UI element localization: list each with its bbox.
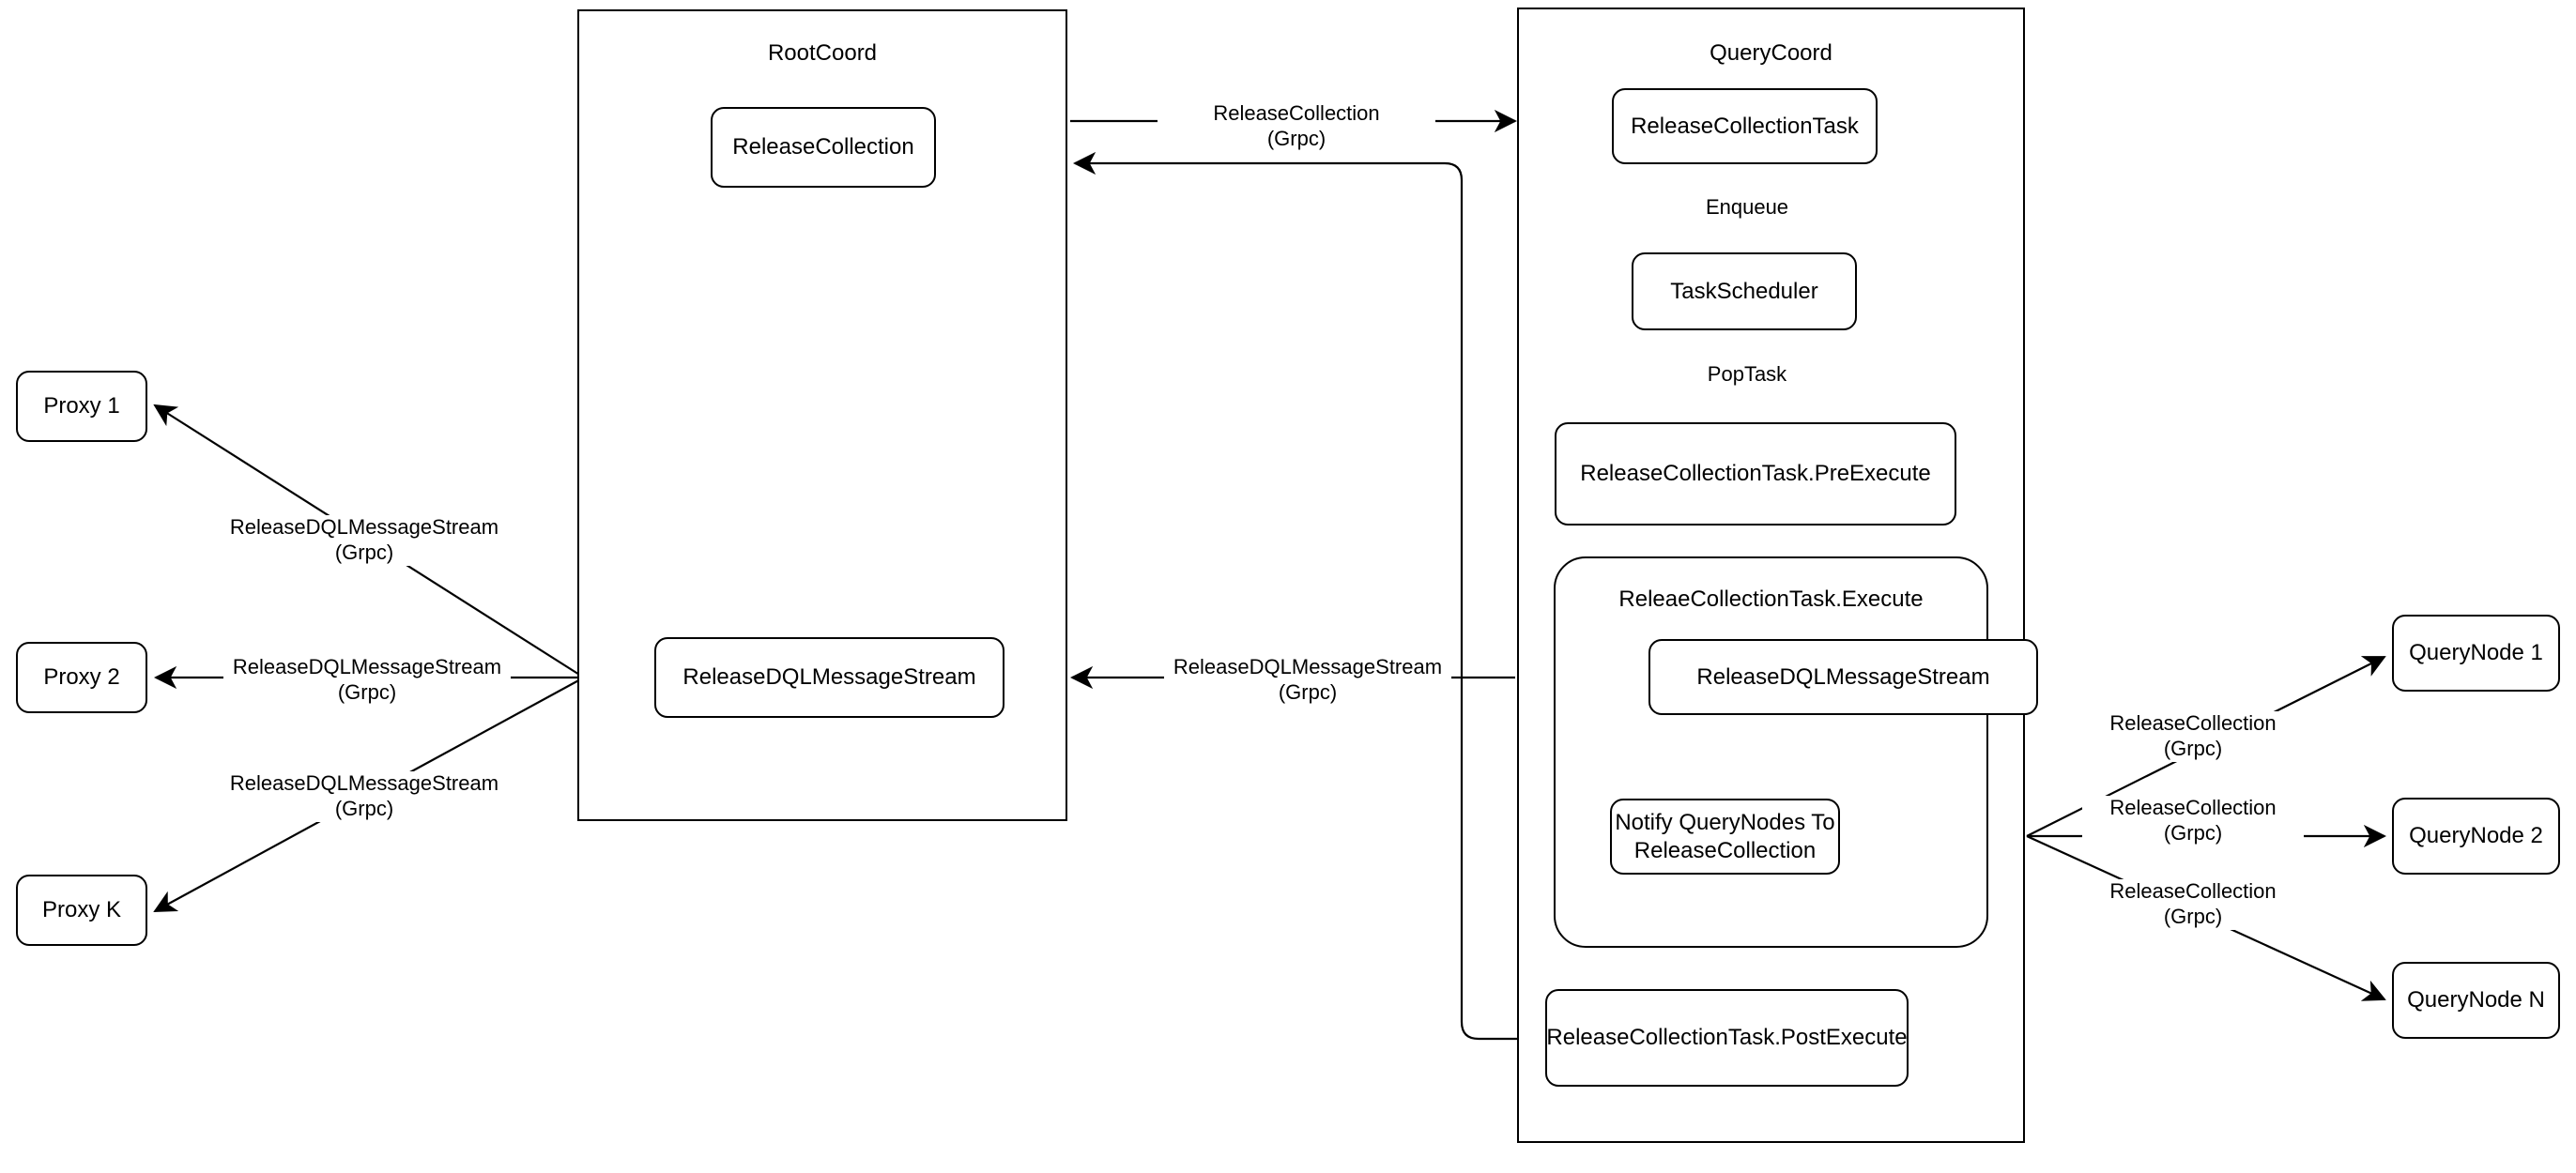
node-release-collection-task[interactable]: ReleaseCollectionTask	[1612, 88, 1878, 164]
edge-label-dql-p2-line2: (Grpc)	[337, 679, 397, 704]
edge-label-dql-pk-line1: ReleaseDQLMessageStream	[229, 771, 499, 795]
node-root-release-dql-message-stream[interactable]: ReleaseDQLMessageStream	[654, 637, 1004, 718]
edge-label-release-dql-grpc-proxy-2: ReleaseDQLMessageStream (Grpc)	[223, 655, 511, 706]
node-release-collection-task-pre-execute[interactable]: ReleaseCollectionTask.PreExecute	[1555, 422, 1956, 526]
execute-group-container	[1554, 556, 1988, 948]
node-query-node-2[interactable]: QueryNode 2	[2392, 798, 2560, 875]
edge-label-rc-qnn-line1: ReleaseCollection	[2109, 879, 2277, 903]
node-notify-querynodes-to-releasecollection[interactable]: Notify QueryNodes To ReleaseCollection	[1610, 799, 1840, 875]
edge-label-release-collection-grpc-querynode-2: ReleaseCollection (Grpc)	[2082, 796, 2304, 846]
root-coord-title: RootCoord	[767, 40, 878, 66]
node-release-collection-task-post-execute[interactable]: ReleaseCollectionTask.PostExecute	[1545, 989, 1909, 1087]
edge-label-dql-mid-line1: ReleaseDQLMessageStream	[1173, 655, 1443, 678]
edge-label-release-dql-grpc-middle: ReleaseDQLMessageStream (Grpc)	[1164, 655, 1451, 706]
node-root-release-dql-message-stream-label: ReleaseDQLMessageStream	[682, 664, 976, 691]
edge-label-rc-qn2-line1: ReleaseCollection	[2109, 796, 2277, 819]
edge-label-release-collection-grpc-querynode-1: ReleaseCollection (Grpc)	[2082, 711, 2304, 762]
node-root-release-collection-label: ReleaseCollection	[732, 134, 914, 160]
edge-label-rc-top-line2: (Grpc)	[1266, 126, 1326, 150]
edge-label-dql-pk-line2: (Grpc)	[334, 796, 394, 820]
node-proxy-k-label: Proxy K	[41, 897, 122, 923]
edge-label-dql-p1-line2: (Grpc)	[334, 540, 394, 564]
node-notify-line-2: ReleaseCollection	[1633, 837, 1817, 863]
edge-label-enqueue-text: Enqueue	[1705, 195, 1789, 219]
node-notify-line-1: Notify QueryNodes To	[1615, 810, 1835, 836]
edge-label-release-collection-grpc-top: ReleaseCollection (Grpc)	[1158, 101, 1435, 152]
edge-label-release-dql-grpc-proxy-1: ReleaseDQLMessageStream (Grpc)	[221, 515, 508, 566]
edge-label-rc-qnn-line2: (Grpc)	[2163, 904, 2223, 928]
node-root-release-collection[interactable]: ReleaseCollection	[711, 107, 936, 188]
node-query-node-n-label: QueryNode N	[2407, 987, 2545, 1013]
node-pre-execute-label: ReleaseCollectionTask.PreExecute	[1580, 461, 1931, 487]
edge-label-rc-top-line1: ReleaseCollection	[1213, 101, 1380, 125]
execute-group-title: ReleaeCollectionTask.Execute	[1618, 586, 1924, 612]
edge-label-rc-qn1-line2: (Grpc)	[2163, 736, 2223, 760]
node-proxy-2-label: Proxy 2	[43, 664, 120, 691]
edge-label-dql-p1-line1: ReleaseDQLMessageStream	[229, 515, 499, 539]
wire-postexecute-return	[1072, 151, 1545, 1041]
node-execute-release-dql-message-stream[interactable]: ReleaseDQLMessageStream	[1648, 639, 2038, 715]
edge-label-enqueue: Enqueue	[1679, 194, 1816, 221]
node-task-scheduler[interactable]: TaskScheduler	[1632, 252, 1857, 330]
node-proxy-1[interactable]: Proxy 1	[16, 371, 147, 442]
edge-label-release-dql-grpc-proxy-k: ReleaseDQLMessageStream (Grpc)	[221, 771, 508, 822]
node-proxy-2[interactable]: Proxy 2	[16, 642, 147, 713]
node-task-scheduler-label: TaskScheduler	[1670, 278, 1818, 304]
node-query-node-1[interactable]: QueryNode 1	[2392, 615, 2560, 692]
node-query-node-2-label: QueryNode 2	[2409, 823, 2543, 849]
edge-label-dql-mid-line2: (Grpc)	[1278, 679, 1338, 704]
edge-label-release-collection-grpc-querynode-n: ReleaseCollection (Grpc)	[2082, 879, 2304, 930]
edge-label-rc-qn2-line2: (Grpc)	[2163, 820, 2223, 845]
node-proxy-1-label: Proxy 1	[43, 393, 120, 419]
node-query-node-n[interactable]: QueryNode N	[2392, 962, 2560, 1039]
node-release-collection-task-label: ReleaseCollectionTask	[1631, 113, 1859, 139]
edge-label-pop-task-text: PopTask	[1707, 362, 1787, 386]
edge-label-rc-qn1-line1: ReleaseCollection	[2109, 711, 2277, 735]
node-proxy-k[interactable]: Proxy K	[16, 875, 147, 946]
edge-label-dql-p2-line1: ReleaseDQLMessageStream	[232, 655, 502, 678]
query-coord-title: QueryCoord	[1710, 40, 1832, 66]
node-post-execute-label: ReleaseCollectionTask.PostExecute	[1546, 1025, 1908, 1051]
node-query-node-1-label: QueryNode 1	[2409, 640, 2543, 666]
node-execute-release-dql-label: ReleaseDQLMessageStream	[1696, 663, 1990, 690]
edge-label-pop-task: PopTask	[1679, 361, 1816, 388]
